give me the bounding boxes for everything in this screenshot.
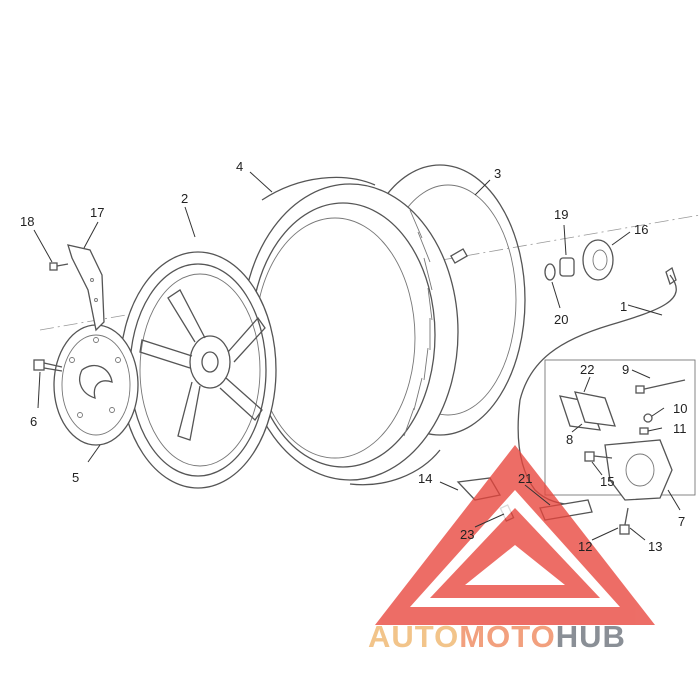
callout-3: 3 bbox=[494, 166, 501, 181]
callout-23: 23 bbox=[460, 527, 474, 542]
caliper-group-box bbox=[544, 359, 696, 496]
leader-lines bbox=[33, 171, 681, 541]
callout-7: 7 bbox=[678, 514, 685, 529]
brake-pads bbox=[559, 391, 616, 431]
callout-19: 19 bbox=[554, 207, 568, 222]
brake-disc bbox=[53, 324, 139, 446]
caliper-bolt bbox=[584, 451, 613, 462]
shield-screw bbox=[49, 262, 69, 271]
callout-14: 14 bbox=[418, 471, 432, 486]
callout-21: 21 bbox=[518, 471, 532, 486]
callout-5: 5 bbox=[72, 470, 79, 485]
callout-6: 6 bbox=[30, 414, 37, 429]
assembly-axis bbox=[39, 214, 700, 331]
wheel-rim bbox=[119, 251, 277, 489]
callout-20: 20 bbox=[554, 312, 568, 327]
watermark-text-auto: AUTO bbox=[368, 619, 459, 654]
callout-16: 16 bbox=[634, 222, 648, 237]
speedometer-drive bbox=[582, 239, 614, 281]
watermark-logo bbox=[375, 445, 655, 625]
wheel-spacer bbox=[559, 257, 575, 277]
callout-10: 10 bbox=[673, 401, 687, 416]
callout-2: 2 bbox=[181, 191, 188, 206]
callout-9: 9 bbox=[622, 362, 629, 377]
callout-17: 17 bbox=[90, 205, 104, 220]
callout-11: 11 bbox=[673, 421, 687, 436]
callout-15: 15 bbox=[600, 474, 614, 489]
brake-caliper bbox=[604, 439, 673, 501]
callout-13: 13 bbox=[648, 539, 662, 554]
callout-12: 12 bbox=[578, 539, 592, 554]
spacer-washer bbox=[544, 263, 556, 281]
bleed-valve bbox=[639, 413, 653, 435]
watermark-text: AUTOMOTOHUB bbox=[368, 619, 626, 654]
watermark-text-hub: HUB bbox=[556, 619, 626, 654]
pad-pin bbox=[635, 379, 686, 394]
callout-22: 22 bbox=[580, 362, 594, 377]
callout-18: 18 bbox=[20, 214, 34, 229]
callout-1: 1 bbox=[620, 299, 627, 314]
callout-labels: 1 2 3 4 5 6 7 8 9 10 11 12 13 14 15 16 1… bbox=[20, 159, 687, 554]
tyre bbox=[241, 176, 459, 486]
callout-8: 8 bbox=[566, 432, 573, 447]
disc-shield bbox=[67, 244, 105, 332]
watermark-text-moto: MOTO bbox=[459, 619, 555, 654]
disc-bolt bbox=[33, 359, 63, 372]
banjo-bolt bbox=[619, 507, 630, 535]
callout-4: 4 bbox=[236, 159, 243, 174]
